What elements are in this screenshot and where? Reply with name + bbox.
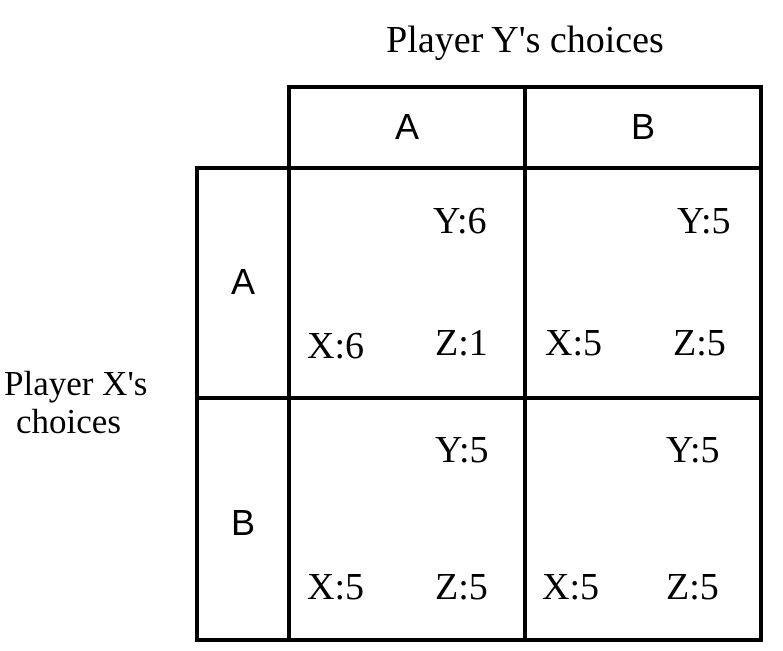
column-header-a: A [394, 106, 419, 147]
row-header-a: A [230, 261, 255, 302]
row-divider [195, 396, 763, 400]
payoff-x-a-b: X:5 [545, 322, 602, 364]
payoff-z-a-a: Z:1 [435, 322, 488, 364]
row-player-title: Player X's choices [4, 365, 179, 441]
payoff-y-b-a: Y:5 [435, 429, 489, 471]
payoff-y-a-a: Y:6 [433, 200, 487, 242]
column-player-title: Player Y's choices [386, 19, 664, 61]
payoff-x-b-a: X:5 [307, 566, 364, 608]
row-player-title-line-2: choices [16, 402, 121, 441]
payoff-z-b-b: Z:5 [666, 566, 719, 608]
payoff-x-b-b: X:5 [542, 566, 599, 608]
payoff-x-a-a: X:6 [307, 325, 364, 367]
column-divider [523, 85, 527, 642]
column-header-b: B [630, 106, 655, 147]
payoff-z-a-b: Z:5 [673, 322, 726, 364]
row-player-title-line-1: Player X's [4, 364, 148, 403]
payoff-y-b-b: Y:5 [666, 429, 720, 471]
row-header-box [195, 166, 291, 642]
payoff-z-b-a: Z:5 [435, 566, 488, 608]
payoff-y-a-b: Y:5 [677, 200, 731, 242]
row-header-b: B [230, 502, 255, 543]
